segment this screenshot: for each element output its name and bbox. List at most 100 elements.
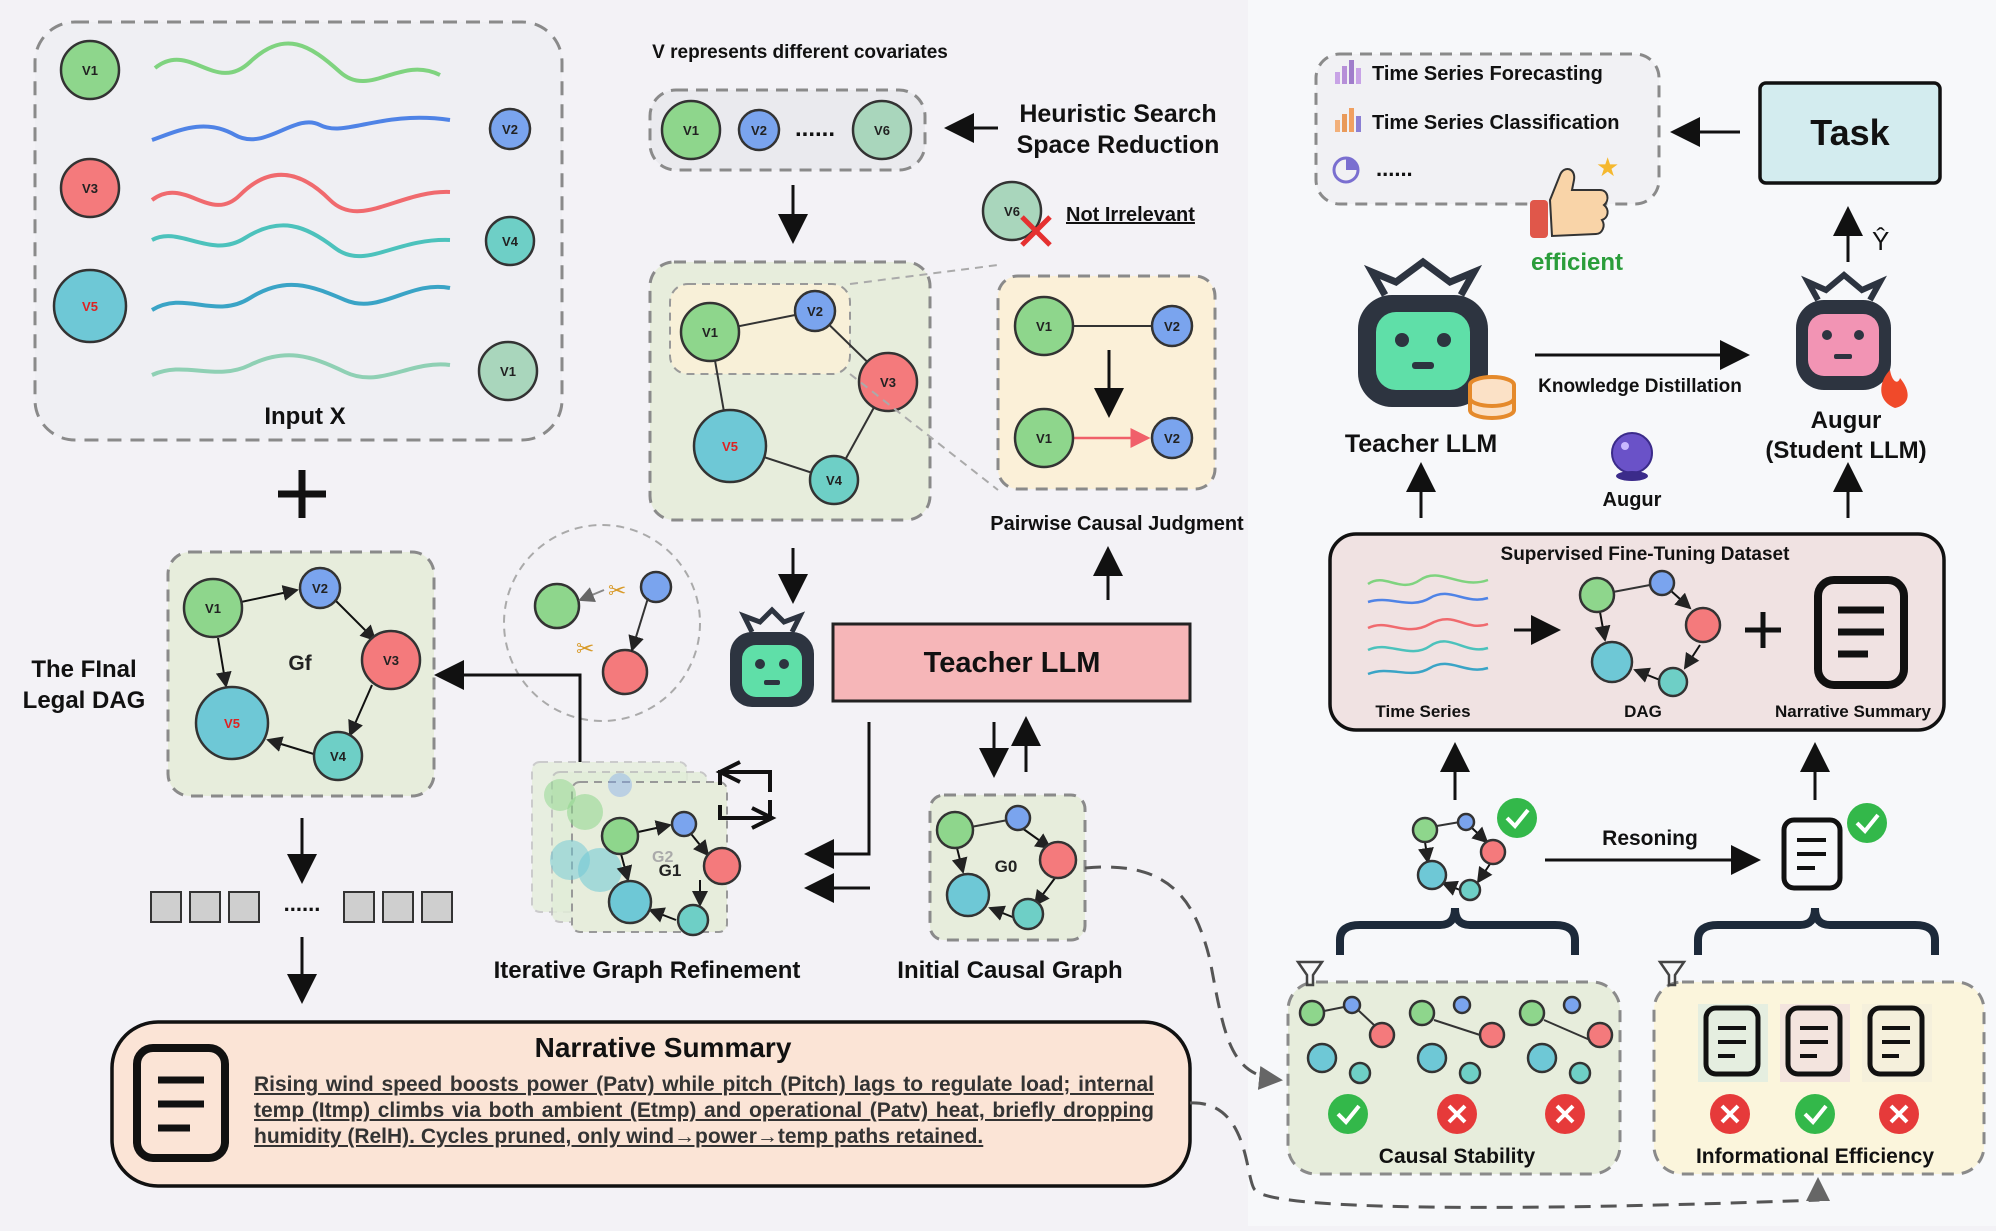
svg-text:Informational Efficiency: Informational Efficiency — [1696, 1145, 1934, 1168]
candidate-dag-1 — [1298, 995, 1396, 1085]
svg-text:V1: V1 — [205, 601, 221, 616]
covariate-candidates: V1 V2 ...... V6 — [648, 88, 927, 172]
cross-icon — [1545, 1094, 1585, 1134]
input-node-v2: V2 — [488, 107, 532, 151]
svg-text:V1: V1 — [683, 123, 699, 138]
input-node-v5: V5 — [52, 268, 128, 344]
dag-sequence: ...... — [150, 891, 453, 923]
bar-chart-icon — [1335, 108, 1361, 132]
svg-text:V2: V2 — [751, 123, 767, 138]
cross-icon — [1020, 215, 1052, 247]
svg-text:Time Series Classification: Time Series Classification — [1372, 112, 1620, 134]
input-x-panel: V1 V2 V3 V4 V5 V1 Input X — [33, 20, 564, 442]
filter-icon — [1295, 960, 1325, 987]
svg-text:V2: V2 — [1164, 431, 1180, 446]
student-line1: Augur — [1811, 407, 1882, 434]
cross-icon — [1879, 1094, 1919, 1134]
check-icon — [1847, 803, 1887, 843]
svg-text:V2: V2 — [807, 304, 823, 319]
svg-text:V1: V1 — [1036, 319, 1052, 334]
narrative-summary-text: Rising wind speed boosts power (Patv) wh… — [254, 1073, 1154, 1148]
teacher-llm-box: Teacher LLM — [831, 622, 1192, 703]
subgraph-panel: V1 V2 V3 V5 V4 — [648, 260, 932, 522]
svg-text:V1: V1 — [500, 364, 516, 379]
initial-label: Initial Causal Graph — [897, 957, 1122, 984]
svg-text:Causal Stability: Causal Stability — [1379, 1145, 1536, 1168]
svg-text:V6: V6 — [1004, 204, 1020, 219]
heuristic-line1: Heuristic Search — [1019, 100, 1216, 128]
refresh-arrows-icon — [715, 760, 777, 830]
y-hat-label: Ŷ — [1872, 226, 1889, 256]
svg-text:V3: V3 — [880, 375, 896, 390]
svg-text:G1: G1 — [659, 861, 682, 880]
cross-icon — [1710, 1094, 1750, 1134]
svg-text:Supervised Fine-Tuning Dataset: Supervised Fine-Tuning Dataset — [1501, 544, 1791, 565]
svg-text:V2: V2 — [312, 581, 328, 596]
svg-text:Teacher LLM: Teacher LLM — [924, 647, 1101, 679]
svg-text:V5: V5 — [82, 299, 98, 314]
teacher-llm-label: Teacher LLM — [1345, 430, 1497, 458]
candidate-dag-2 — [1408, 995, 1506, 1085]
sft-dataset-box: Supervised Fine-Tuning Dataset Time Seri… — [1328, 532, 1946, 732]
input-node-v1: V1 — [59, 39, 121, 101]
student-llm-robot-icon — [1796, 271, 1908, 408]
teacher-llm-robot-icon — [1358, 257, 1516, 420]
svg-text:V4: V4 — [330, 749, 347, 764]
database-icon — [1468, 375, 1516, 420]
svg-text:......: ...... — [795, 115, 835, 142]
refinement-label: Iterative Graph Refinement — [494, 957, 801, 984]
scissors-icon: ✂ — [576, 636, 594, 661]
task-list-panel: Time Series Forecasting Time Series Clas… — [1314, 52, 1661, 206]
scissors-icon: ✂ — [608, 578, 626, 603]
svg-text:V3: V3 — [383, 653, 399, 668]
svg-text:Narrative Summary: Narrative Summary — [1775, 702, 1931, 721]
svg-text:Narrative Summary: Narrative Summary — [535, 1032, 792, 1063]
brace-info — [1694, 907, 1939, 955]
svg-text:V2: V2 — [502, 122, 518, 137]
heuristic-line2: Space Reduction — [1017, 131, 1220, 159]
candidate-dag-3 — [1518, 995, 1614, 1085]
narrative-summary-box: Narrative Summary — [110, 1020, 1192, 1188]
final-dag-line2: Legal DAG — [23, 687, 146, 714]
svg-text:Time Series: Time Series — [1375, 702, 1470, 721]
causal-stability-box: Causal Stability — [1286, 960, 1622, 1176]
irrelevant-node: V6 — [981, 180, 1052, 247]
brace-causal — [1336, 907, 1579, 955]
informational-efficiency-box: Informational Efficiency — [1652, 960, 1986, 1176]
svg-text:V1: V1 — [82, 63, 98, 78]
pairwise-panel: V1 V2 V1 V2 — [996, 274, 1217, 491]
svg-text:DAG: DAG — [1624, 702, 1662, 721]
filter-icon — [1657, 960, 1687, 987]
input-node-v4: V4 — [484, 215, 536, 267]
document-icon — [133, 1044, 229, 1162]
final-dag-line1: The FInal — [31, 656, 136, 683]
initial-graph-panel: G0 — [928, 793, 1087, 942]
svg-text:G2: G2 — [652, 849, 673, 866]
refinement-stack: G2 G1 — [531, 761, 742, 937]
pruning-circle: ✂ ✂ — [503, 524, 701, 722]
svg-text:V4: V4 — [826, 473, 843, 488]
svg-text:......: ...... — [1376, 156, 1413, 181]
selected-dag — [1411, 798, 1537, 902]
plus-icon — [1745, 612, 1781, 648]
reasoning-label: Resoning — [1602, 827, 1698, 850]
fire-icon — [1881, 370, 1908, 408]
teacher-robot-icon — [730, 606, 814, 707]
document-icon — [1785, 1005, 1843, 1077]
input-node-v1-b: V1 — [477, 340, 539, 402]
svg-text:......: ...... — [284, 891, 321, 916]
check-icon — [1328, 1094, 1368, 1134]
document-icon — [1867, 1005, 1925, 1077]
efficient-label: efficient — [1531, 249, 1623, 276]
check-icon — [1795, 1094, 1835, 1134]
svg-text:V4: V4 — [502, 234, 519, 249]
svg-text:V1: V1 — [1036, 431, 1052, 446]
svg-text:V1: V1 — [702, 325, 718, 340]
cross-icon — [1437, 1094, 1477, 1134]
knowledge-distillation-label: Knowledge Distillation — [1538, 376, 1742, 397]
pie-chart-icon — [1332, 156, 1360, 184]
plus-icon — [278, 470, 326, 518]
selected-document-icon — [1781, 803, 1887, 891]
svg-text:V2: V2 — [1164, 319, 1180, 334]
